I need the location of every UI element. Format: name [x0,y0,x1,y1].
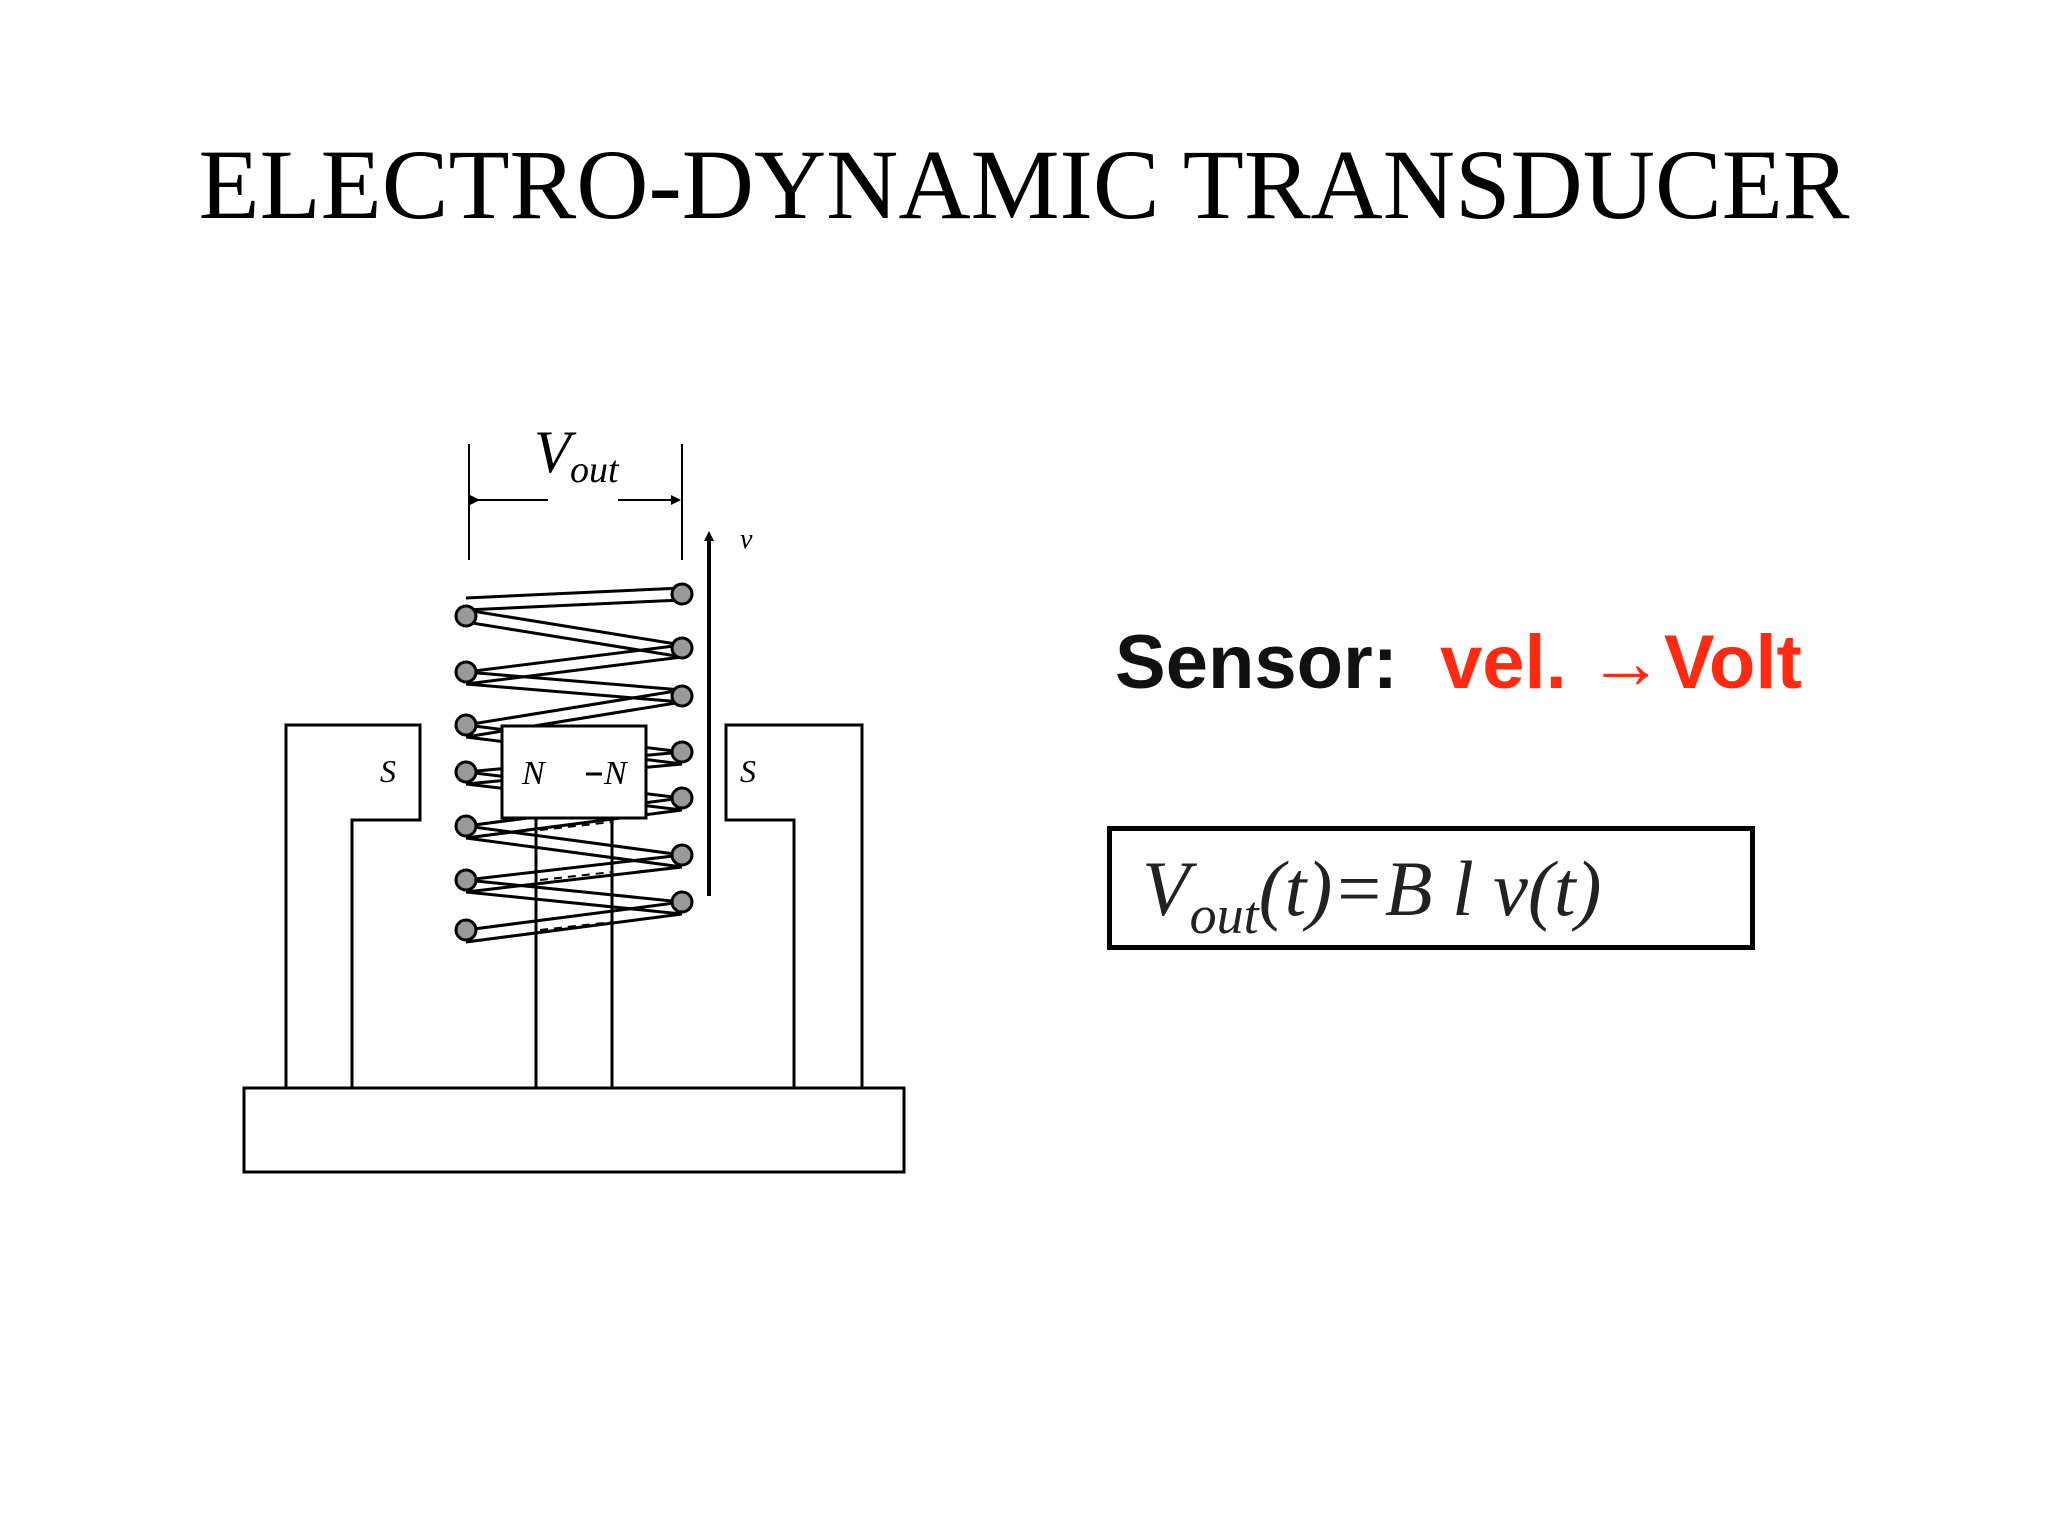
sensor-label: Sensor: [1115,620,1398,705]
velocity-label: v [740,524,753,555]
vout-dimension [468,444,683,560]
coil-turns [454,582,694,942]
formula-rest: (t)=B l v(t) [1258,845,1602,932]
formula-lhs-sub: out [1189,885,1259,945]
magnet-pole-right-label: N [603,755,629,792]
formula-box: Vout(t)=B l v(t) [1107,826,1755,950]
magnet-pole-left-label: N [521,755,547,792]
formula-lhs-main: V [1142,845,1190,932]
right-yoke [724,723,864,1090]
vout-label-sub: out [570,449,620,491]
magnet [500,724,648,820]
formula: Vout(t)=B l v(t) [1142,839,1602,942]
base-plate [242,1086,906,1174]
sensor-caption: Sensor: vel. →Volt [1115,618,1802,708]
left-yoke [284,723,422,1090]
center-post [534,816,614,1090]
pole-right-label: S [740,753,756,789]
pole-left-label: S [380,753,396,789]
sensor-value: vel. →Volt [1439,620,1802,705]
slide-title: ELECTRO-DYNAMIC TRANSDUCER [198,129,1850,240]
hidden-coil-lines [539,821,613,931]
vout-label-main: V [534,419,577,485]
